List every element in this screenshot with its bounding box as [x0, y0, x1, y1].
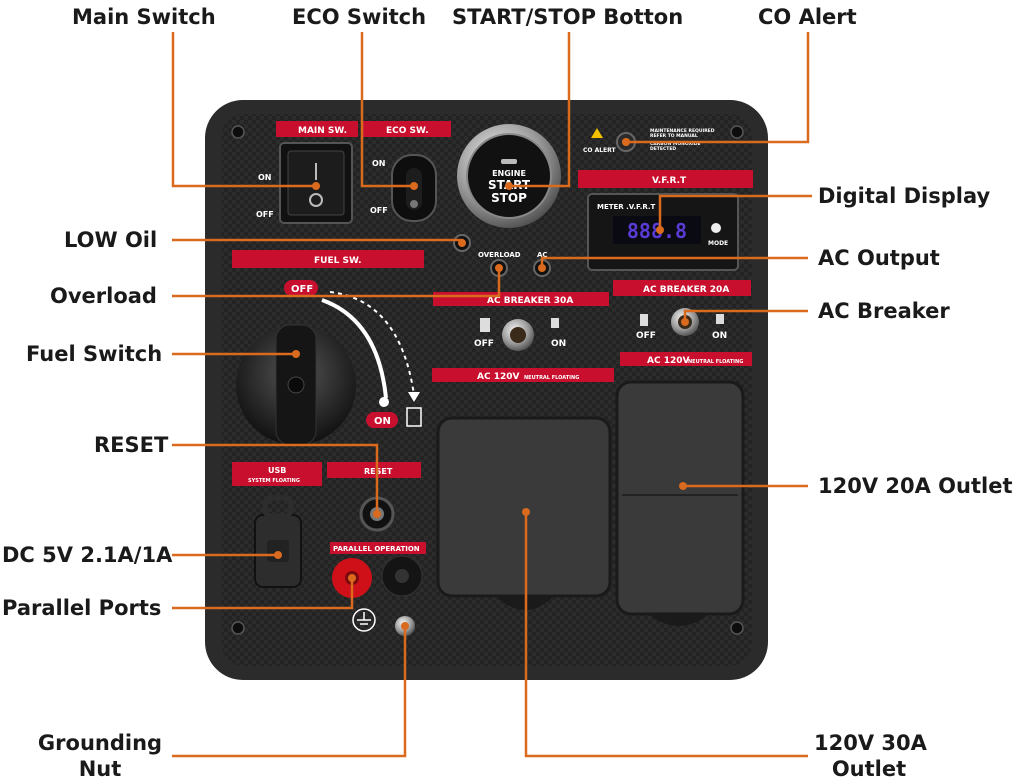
callout-start-stop: START/STOP Botton — [452, 5, 684, 29]
co-note-1: MAINTENANCE REQUIRED — [650, 128, 715, 134]
callout-outlet-20a: 120V 20A Outlet — [818, 474, 1013, 498]
outlet-20a-cover[interactable] — [615, 380, 745, 616]
callout-ac-output: AC Output — [818, 246, 940, 270]
breaker-30a-label: AC BREAKER 30A — [487, 296, 573, 306]
stop-text: STOP — [491, 191, 527, 205]
callout-digital-display: Digital Display — [818, 184, 991, 208]
co-note-3: CARBON MONOXIDE — [650, 141, 701, 147]
main-sw-on: ON — [258, 173, 272, 182]
callout-grounding-nut-line1: Grounding — [37, 731, 163, 755]
callout-outlet-30a-line1: 120V 30A — [814, 731, 927, 755]
main-sw-off: OFF — [256, 210, 274, 219]
outlet-20a-module: AC 120V NEUTRAL FLOATING — [615, 352, 752, 626]
callout-fuel-switch: Fuel Switch — [26, 342, 163, 366]
fuel-sw-label: FUEL SW. — [314, 256, 362, 266]
fuel-switch-module: FUEL SW. OFF ON — [232, 250, 424, 446]
start-engine-text: ENGINE — [492, 169, 526, 178]
callout-reset: RESET — [94, 433, 169, 457]
digital-display-module: V.F.R.T METER .V.F.R.T 888.8 MODE — [578, 170, 753, 271]
ac-breaker-20a-module: AC BREAKER 20A OFF ON — [613, 280, 751, 341]
breaker-30a-off: OFF — [474, 339, 494, 349]
ac120-30a-neutral: NEUTRAL FLOATING — [524, 375, 579, 381]
eco-sw-label: ECO SW. — [386, 126, 429, 136]
outlet-30a-cover[interactable] — [436, 416, 612, 598]
callout-grounding-nut-line2: Nut — [78, 757, 122, 782]
reset-label: RESET — [364, 467, 393, 476]
callout-ac-breaker: AC Breaker — [818, 299, 950, 323]
co-note-2: REFER TO MANUAL — [650, 133, 698, 139]
usb-label: USB — [268, 466, 286, 475]
callout-parallel-ports: Parallel Ports — [2, 596, 162, 620]
corner-screws — [231, 125, 744, 635]
usb-module: USB SYSTEM FLOATING — [232, 462, 322, 588]
eco-sw-off: OFF — [370, 206, 388, 215]
callout-dc-usb: DC 5V 2.1A/1A — [2, 543, 173, 567]
callout-main-switch: Main Switch — [72, 5, 216, 29]
breaker-20a-label: AC BREAKER 20A — [643, 285, 729, 295]
start-stop-module: ENGINE START STOP — [457, 124, 561, 228]
breaker-20a-on: ON — [712, 331, 727, 341]
co-alert-label: CO ALERT — [583, 147, 617, 154]
fuel-on-label: ON — [374, 416, 391, 427]
callout-co-alert: CO Alert — [758, 5, 857, 29]
main-sw-label: MAIN SW. — [298, 126, 347, 136]
callout-eco-switch: ECO Switch — [292, 5, 427, 29]
mode-label: MODE — [708, 240, 728, 247]
callout-outlet-30a-line2: Outlet — [831, 757, 907, 782]
breaker-30a-on: ON — [551, 339, 566, 349]
meter-label: METER .V.F.R.T — [597, 203, 656, 211]
ac120-20a-neutral: NEUTRAL FLOATING — [688, 359, 743, 365]
callout-outlet-30a: 120V 30A Outlet — [814, 730, 927, 783]
ac120-20a-label: AC 120V — [647, 356, 689, 366]
usb-system-floating: SYSTEM FLOATING — [248, 478, 300, 484]
ac120-30a-label: AC 120V — [477, 372, 519, 382]
ac-indicator-label: AC — [537, 251, 548, 259]
parallel-label: PARALLEL OPERATION — [333, 545, 420, 553]
eco-sw-on: ON — [372, 159, 386, 168]
co-note-4: DETECTED — [650, 146, 676, 152]
breaker-20a-off: OFF — [636, 331, 656, 341]
mode-button[interactable] — [711, 223, 721, 233]
callout-overload: Overload — [50, 284, 157, 308]
callout-low-oil: LOW Oil — [64, 228, 158, 252]
callout-grounding-nut: Grounding Nut — [34, 730, 166, 783]
parallel-ports-module: PARALLEL OPERATION — [330, 542, 426, 636]
vfrt-label: V.F.R.T — [652, 176, 687, 186]
overload-label: OVERLOAD — [478, 251, 521, 259]
fuel-off-label: OFF — [291, 284, 313, 295]
leader-endpoints — [274, 138, 689, 630]
